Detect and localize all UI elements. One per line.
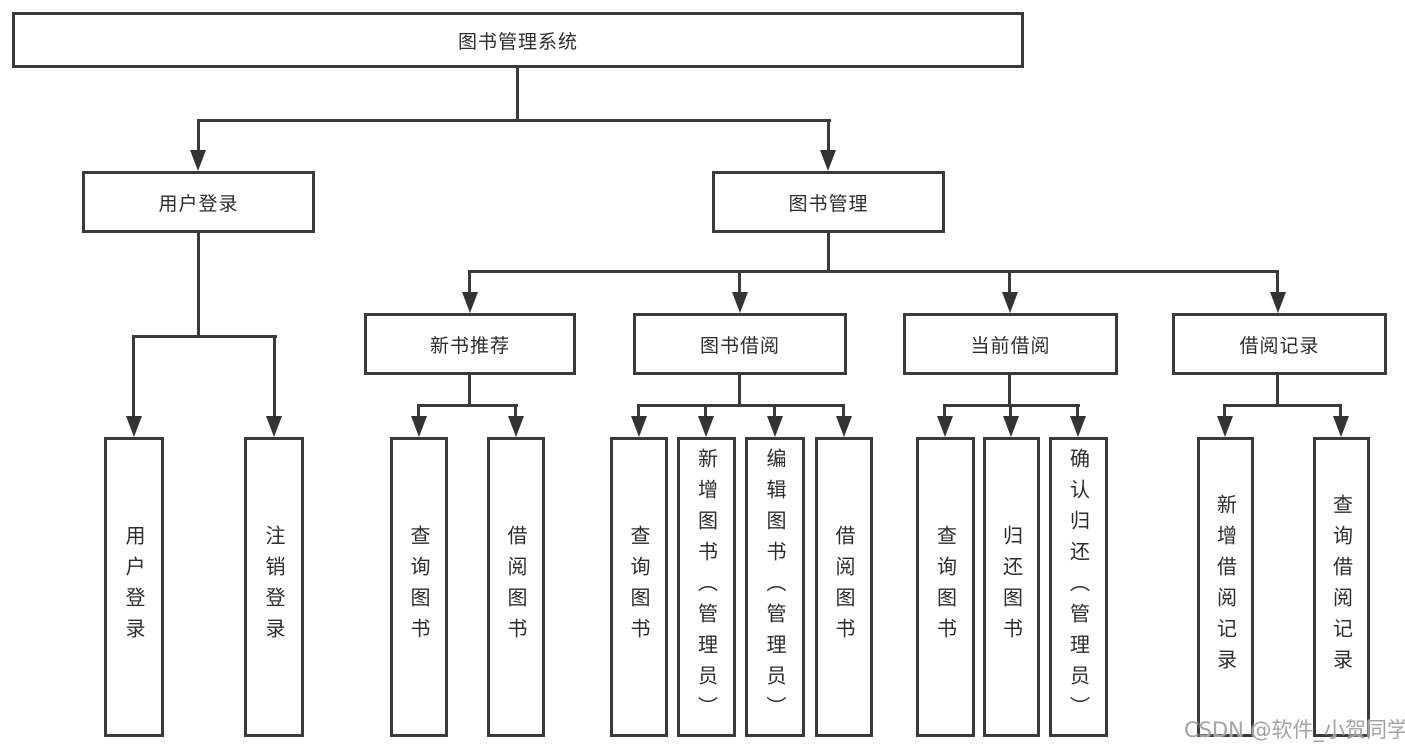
- arrowhead-down-icon: [126, 416, 142, 437]
- leaf-current-query-books: 查询图书: [916, 437, 975, 737]
- arrowhead-down-icon: [820, 150, 836, 171]
- leaf-borrow-add-books-admin-label: 新增图书（管理员）: [694, 447, 719, 727]
- arrowhead-down-icon: [1333, 416, 1349, 437]
- connector-line: [417, 404, 518, 407]
- connector-line: [827, 119, 830, 152]
- arrowhead-down-icon: [266, 416, 282, 437]
- connector-line: [1076, 404, 1079, 417]
- arrowhead-down-icon: [190, 150, 206, 171]
- arrowhead-down-icon: [631, 416, 647, 437]
- arrowhead-down-icon: [411, 416, 427, 437]
- connector-line: [468, 270, 471, 293]
- arrowhead-down-icon: [698, 416, 714, 437]
- node-book-management-label: 图书管理: [788, 192, 869, 215]
- connector-line: [197, 233, 200, 337]
- arrowhead-down-icon: [1070, 416, 1086, 437]
- watermark: CSDN @软件_小贺同学: [1184, 718, 1405, 742]
- arrowhead-down-icon: [1002, 292, 1018, 313]
- connector-line: [468, 375, 471, 406]
- node-current-borrow-label: 当前借阅: [970, 334, 1051, 357]
- leaf-recommend-borrow-books-label: 借阅图书: [504, 525, 528, 649]
- leaf-user-login: 用户登录: [104, 437, 164, 737]
- node-current-borrow: 当前借阅: [903, 313, 1118, 375]
- leaf-logout: 注销登录: [244, 437, 304, 737]
- connector-line: [514, 404, 517, 417]
- leaf-borrow-edit-books-admin: 编辑图书（管理员）: [745, 437, 805, 737]
- leaf-borrow-edit-books-admin-label: 编辑图书（管理员）: [763, 447, 787, 727]
- node-user-login-label: 用户登录: [158, 192, 239, 215]
- leaf-logout-label: 注销登录: [262, 525, 286, 649]
- connector-line: [516, 68, 519, 122]
- leaf-recommend-query-books: 查询图书: [390, 437, 448, 737]
- leaf-user-login-label: 用户登录: [122, 525, 146, 649]
- connector-line: [1276, 270, 1279, 293]
- leaf-records-add-record: 新增借阅记录: [1197, 437, 1254, 737]
- connector-line: [132, 335, 135, 417]
- connector-line: [704, 404, 707, 417]
- arrowhead-down-icon: [508, 416, 524, 437]
- arrowhead-down-icon: [767, 416, 783, 437]
- connector-line: [1276, 375, 1279, 406]
- leaf-borrow-borrow-books-label: 借阅图书: [832, 525, 856, 649]
- connector-line: [827, 233, 830, 272]
- leaf-current-return-books-label: 归还图书: [999, 525, 1024, 649]
- leaf-records-query-record-label: 查询借阅记录: [1329, 494, 1354, 680]
- node-book-borrow-label: 图书借阅: [699, 334, 780, 357]
- arrowhead-down-icon: [836, 416, 852, 437]
- connector-line: [197, 119, 200, 152]
- connector-line: [1339, 404, 1342, 417]
- connector-line: [637, 404, 845, 407]
- node-borrow-records: 借阅记录: [1172, 313, 1387, 375]
- arrowhead-down-icon: [462, 292, 478, 313]
- connector-line: [468, 270, 1279, 273]
- node-borrow-records-label: 借阅记录: [1239, 334, 1320, 357]
- connector-line: [637, 404, 640, 417]
- connector-line: [1009, 404, 1012, 417]
- connector-line: [132, 335, 277, 338]
- leaf-current-query-books-label: 查询图书: [933, 525, 958, 649]
- leaf-current-confirm-return-admin-label: 确认归还（管理员）: [1066, 447, 1091, 727]
- leaf-current-return-books: 归还图书: [983, 437, 1040, 737]
- node-root: 图书管理系统: [12, 12, 1024, 68]
- leaf-borrow-add-books-admin: 新增图书（管理员）: [677, 437, 736, 737]
- node-new-book-recommend-label: 新书推荐: [429, 334, 510, 357]
- connector-line: [1008, 375, 1011, 406]
- connector-line: [1223, 404, 1342, 407]
- leaf-recommend-borrow-books: 借阅图书: [487, 437, 545, 737]
- leaf-borrow-borrow-books: 借阅图书: [815, 437, 873, 737]
- arrowhead-down-icon: [732, 292, 748, 313]
- connector-line: [273, 335, 276, 417]
- node-book-management: 图书管理: [712, 171, 945, 233]
- arrowhead-down-icon: [1270, 292, 1286, 313]
- leaf-recommend-query-books-label: 查询图书: [407, 525, 431, 649]
- connector-line: [1223, 404, 1226, 417]
- arrowhead-down-icon: [1003, 416, 1019, 437]
- connector-line: [773, 404, 776, 417]
- arrowhead-down-icon: [937, 416, 953, 437]
- connector-line: [1008, 270, 1011, 293]
- leaf-records-add-record-label: 新增借阅记录: [1213, 494, 1238, 680]
- arrowhead-down-icon: [1217, 416, 1233, 437]
- node-book-borrow: 图书借阅: [633, 313, 847, 375]
- node-root-label: 图书管理系统: [457, 30, 578, 53]
- node-new-book-recommend: 新书推荐: [364, 313, 576, 375]
- connector-line: [197, 119, 831, 122]
- node-user-login: 用户登录: [82, 171, 315, 233]
- connector-line: [842, 404, 845, 417]
- leaf-borrow-query-books: 查询图书: [610, 437, 668, 737]
- connector-line: [417, 404, 420, 417]
- connector-line: [738, 375, 741, 406]
- leaf-borrow-query-books-label: 查询图书: [627, 525, 651, 649]
- leaf-current-confirm-return-admin: 确认归还（管理员）: [1049, 437, 1108, 737]
- leaf-records-query-record: 查询借阅记录: [1313, 437, 1370, 737]
- connector-line: [738, 270, 741, 293]
- connector-line: [943, 404, 946, 417]
